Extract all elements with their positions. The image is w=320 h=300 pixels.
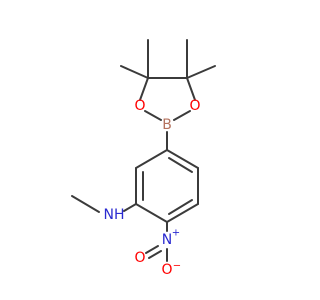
bond-nitro-n-o-left-b (148, 250, 162, 259)
bond-c4-o-left (139, 77, 149, 101)
atom-label-nitro-n: N (162, 232, 172, 248)
bond-ring-3 (166, 203, 199, 223)
bond-o-left-b (144, 110, 162, 121)
atom-label-nitro-o-left: O (134, 250, 145, 266)
bond-nh-methyl (71, 195, 100, 213)
bond-ring-1-inner (168, 157, 193, 173)
molecule-structure-diagram: O O B NH N + O O − (71, 39, 216, 278)
bond-methyl-c4a (120, 65, 149, 79)
charge-label-nitro-n: + (172, 228, 180, 239)
molecule-canvas: O O B NH N + O O − (71, 39, 216, 278)
bond-ring-nh (123, 203, 137, 212)
bond-c5-o-right (186, 77, 196, 101)
atom-label-amine-nh: NH (104, 207, 125, 223)
bond-ring-3-inner (168, 199, 193, 215)
atom-label-oxygen-ring-left: O (134, 98, 145, 114)
atom-label-oxygen-ring-right: O (189, 98, 200, 114)
atom-label-nitro-o-bottom: O (161, 262, 172, 278)
atom-label-boron: B (162, 117, 172, 133)
bond-nitro-n-o-left-a (145, 245, 159, 254)
bond-ring-1 (166, 149, 199, 169)
bond-ring-4 (135, 203, 168, 223)
charge-label-nitro-o-bottom: − (173, 261, 181, 272)
bond-methyl-c5b (186, 65, 216, 79)
bond-ring-6 (135, 149, 168, 169)
bond-o-right-b (173, 110, 191, 121)
